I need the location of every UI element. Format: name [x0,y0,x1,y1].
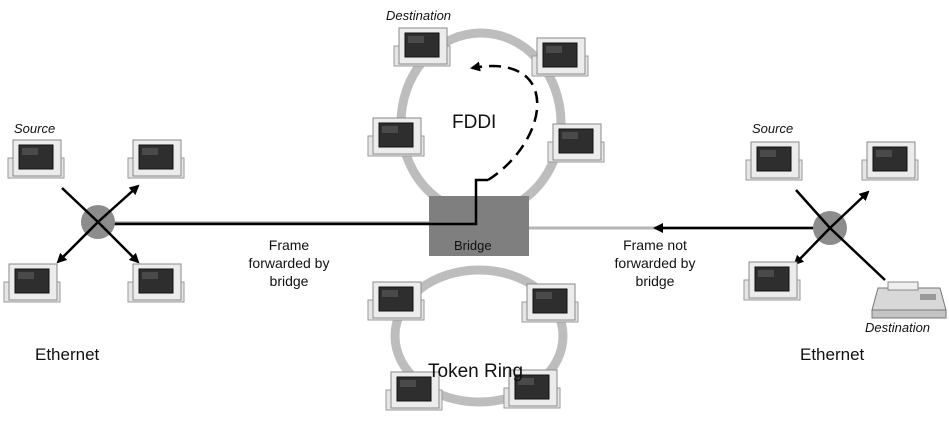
computer-icon [547,123,605,163]
fddi-label: FDDI [452,112,497,133]
right-destination-label: Destination [865,320,931,335]
left-spoke-arrow [97,221,140,264]
right-printer-link [829,227,886,281]
computer-icon [531,37,589,77]
bridge-label: Bridge [454,238,492,253]
right-ethernet-label: Ethernet [800,345,865,364]
forwarded-caption-line: bridge [269,273,309,289]
forwarded-caption-line: Frame [268,237,310,253]
computer-icon [3,263,61,303]
right-spoke-arrow [793,227,831,266]
forwarded-caption: Frame forwarded by bridge [234,236,344,290]
token-ring [390,265,568,407]
left-source-label: Source [14,121,56,136]
computer-icon [127,139,185,179]
computer-icon [367,117,425,157]
computer-icon [743,261,801,301]
left-ethernet-label: Ethernet [35,345,100,364]
left-spoke-arrow [97,184,140,223]
right-source-label: Source [752,121,794,136]
computer-icon [861,141,919,181]
computer-icon [521,283,579,323]
left-spoke-arrow [56,221,99,264]
computer-icon [127,263,185,303]
not-forwarded-caption-line: forwarded by [614,255,696,271]
computer-icon [367,281,425,321]
computer-icon [393,27,451,67]
not-forwarded-caption-line: Frame not [623,237,687,253]
bridge-box [429,196,529,256]
forwarded-caption-line: forwarded by [248,255,330,271]
printer-icon [871,281,947,319]
right-spoke-arrow [829,190,870,229]
forwarded-frame-path [98,178,488,226]
not-forwarded-caption: Frame not forwarded by bridge [600,236,710,290]
not-forwarded-caption-line: bridge [635,273,675,289]
token-ring-label: Token Ring [428,361,524,382]
top-destination-label: Destination [386,8,452,23]
computer-icon [7,139,65,179]
computer-icon [745,141,803,181]
